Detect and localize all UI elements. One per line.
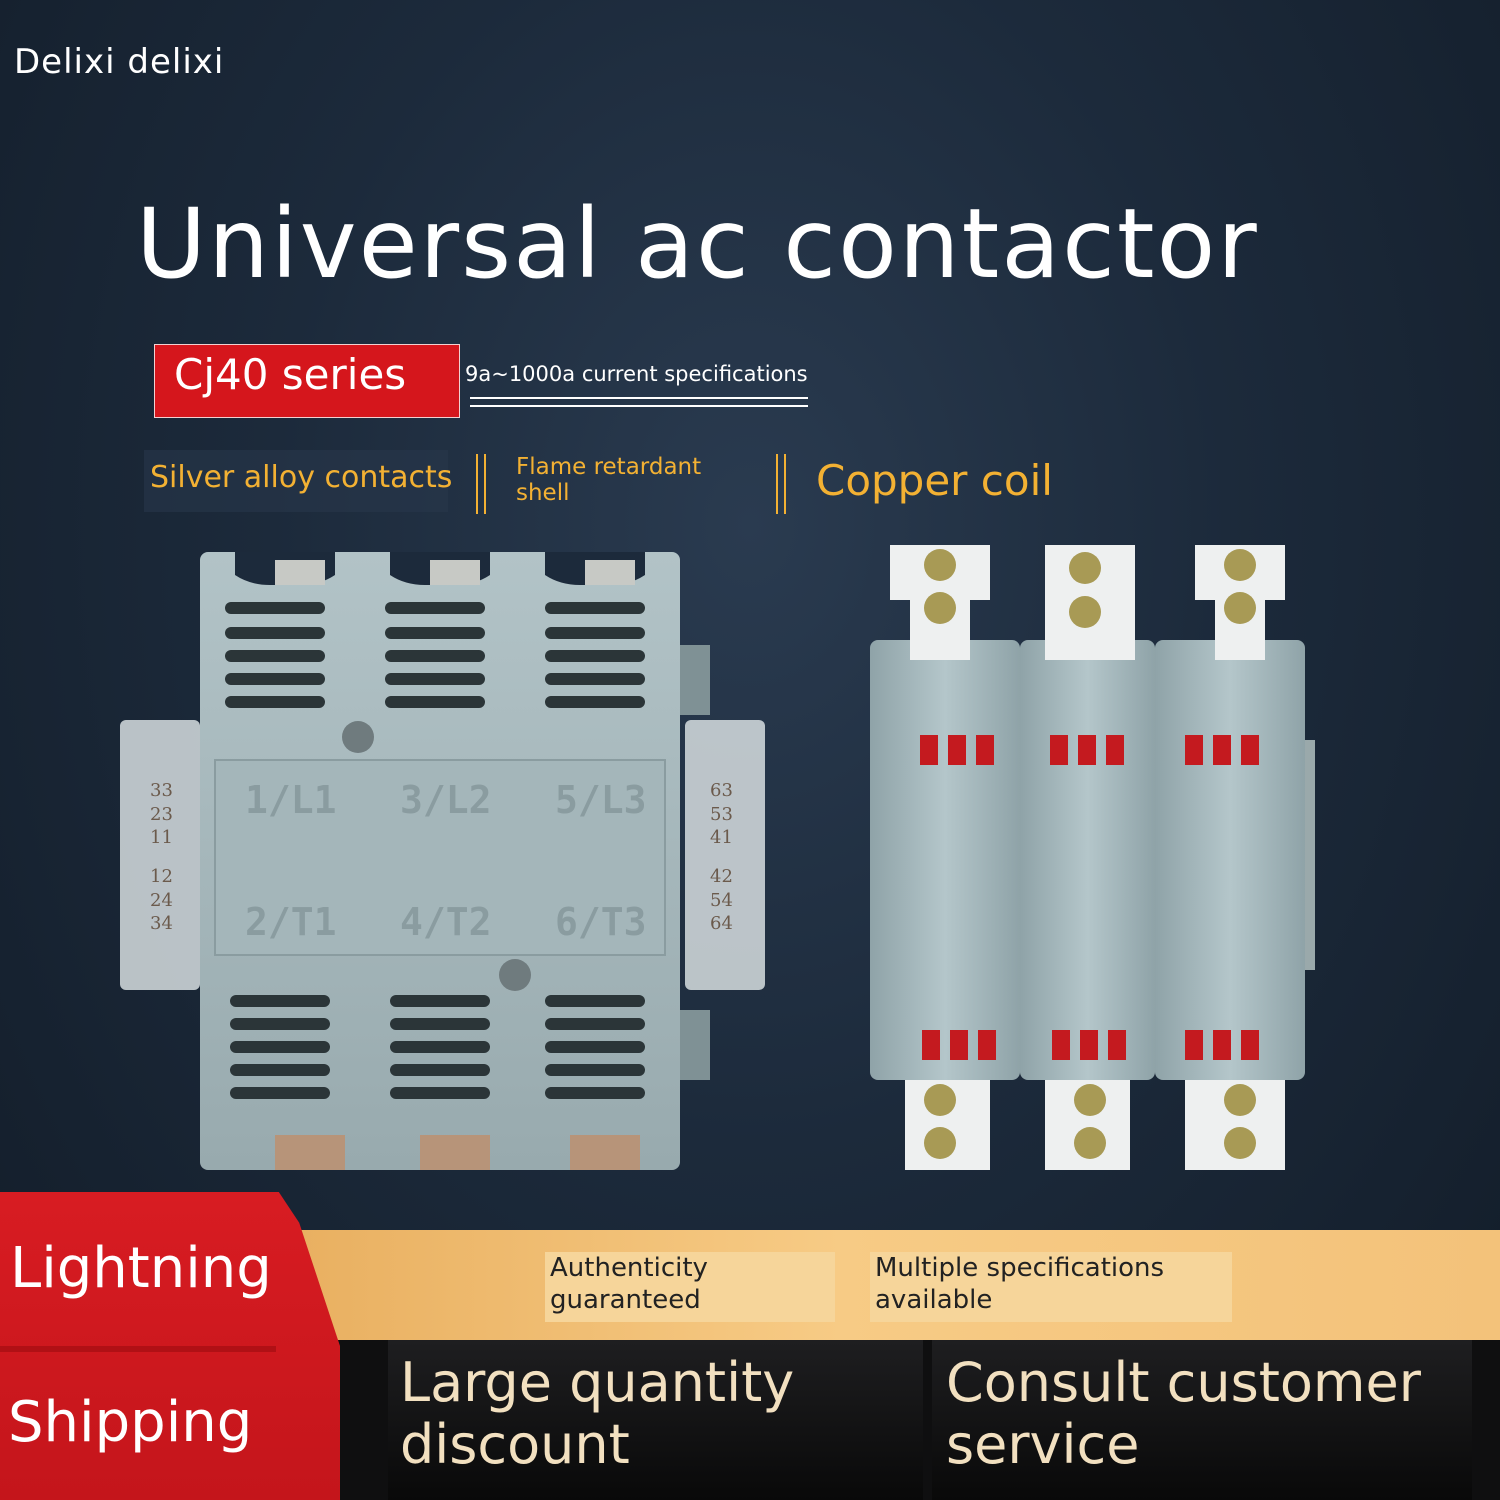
indicator-windows bbox=[920, 735, 1259, 1060]
center-screw bbox=[499, 959, 531, 991]
contactor-side-view bbox=[870, 545, 1315, 1170]
lightning-label: Lightning bbox=[10, 1236, 272, 1301]
center-screw bbox=[342, 721, 374, 753]
shipping-divider bbox=[0, 1346, 276, 1352]
pole-1 bbox=[870, 640, 1020, 1080]
series-label: Cj40 series bbox=[174, 350, 407, 399]
authenticity-badge bbox=[545, 1252, 835, 1322]
discount-block bbox=[388, 1340, 923, 1500]
aux-block-left bbox=[120, 720, 200, 990]
vent-slots-bottom bbox=[230, 995, 645, 1099]
terminal-label: 4/T2 bbox=[400, 900, 492, 944]
terminal-label: 3/L2 bbox=[400, 778, 492, 822]
specifications-badge bbox=[870, 1252, 1232, 1322]
spec-underline bbox=[470, 405, 808, 407]
brand-name: Delixi delixi bbox=[14, 42, 225, 82]
aux-label: 54 bbox=[710, 890, 733, 911]
aux-label: 42 bbox=[710, 866, 733, 887]
shipping-label: Shipping bbox=[8, 1390, 253, 1455]
specifications-text: Multiple specifications available bbox=[875, 1253, 1165, 1315]
aux-label: 33 bbox=[150, 780, 173, 801]
aux-label: 64 bbox=[710, 913, 733, 934]
label-panel bbox=[214, 759, 666, 956]
terminal-screw bbox=[430, 560, 480, 585]
terminal-screw bbox=[420, 1135, 490, 1170]
terminal-screw bbox=[275, 1135, 345, 1170]
pole-2 bbox=[1020, 640, 1155, 1080]
page-title: Universal ac contactor bbox=[136, 188, 1259, 300]
service-text: Consult customer service bbox=[946, 1351, 1421, 1476]
spec-label: 9a~1000a current specifications bbox=[465, 362, 808, 386]
product-image: 1/L1 3/L2 5/L3 2/T1 4/T2 6/T3 33 23 11 1… bbox=[120, 545, 1315, 1170]
side-bracket bbox=[680, 645, 710, 715]
aux-label: 53 bbox=[710, 804, 733, 825]
feature-copper-coil: Copper coil bbox=[816, 456, 1053, 505]
aux-label: 24 bbox=[150, 890, 173, 911]
aux-label: 23 bbox=[150, 804, 173, 825]
feature-divider bbox=[784, 454, 786, 514]
aux-label: 34 bbox=[150, 913, 173, 934]
aux-block-right bbox=[685, 720, 765, 990]
feature-divider bbox=[484, 454, 486, 514]
pole-3 bbox=[1155, 640, 1305, 1080]
feature-backdrop bbox=[144, 450, 448, 512]
terminal-label: 6/T3 bbox=[555, 900, 647, 944]
authenticity-text: Authenticity guaranteed bbox=[550, 1253, 708, 1315]
spec-underline bbox=[470, 397, 808, 399]
aux-label: 12 bbox=[150, 866, 173, 887]
series-badge bbox=[154, 344, 460, 418]
aux-label: 41 bbox=[710, 827, 733, 848]
vent-slots-top bbox=[225, 602, 645, 708]
terminal-label: 2/T1 bbox=[245, 900, 337, 944]
discount-text: Large quantity discount bbox=[400, 1351, 795, 1476]
bolts bbox=[924, 549, 1256, 1159]
terminal-screw bbox=[275, 560, 325, 585]
feature-divider bbox=[476, 454, 478, 514]
aux-label: 11 bbox=[150, 827, 173, 848]
terminal-label: 5/L3 bbox=[555, 778, 647, 822]
aux-label: 63 bbox=[710, 780, 733, 801]
terminal-screw bbox=[585, 560, 635, 585]
terminal-screw bbox=[570, 1135, 640, 1170]
feature-flame-shell: Flame retardant shell bbox=[516, 454, 702, 506]
service-block bbox=[932, 1340, 1472, 1500]
contactor-front-view: 1/L1 3/L2 5/L3 2/T1 4/T2 6/T3 33 23 11 1… bbox=[120, 552, 765, 1170]
terminal-label: 1/L1 bbox=[245, 778, 337, 822]
feature-silver-contacts: Silver alloy contacts bbox=[150, 460, 453, 495]
side-bracket bbox=[680, 1010, 710, 1080]
feature-divider bbox=[776, 454, 778, 514]
